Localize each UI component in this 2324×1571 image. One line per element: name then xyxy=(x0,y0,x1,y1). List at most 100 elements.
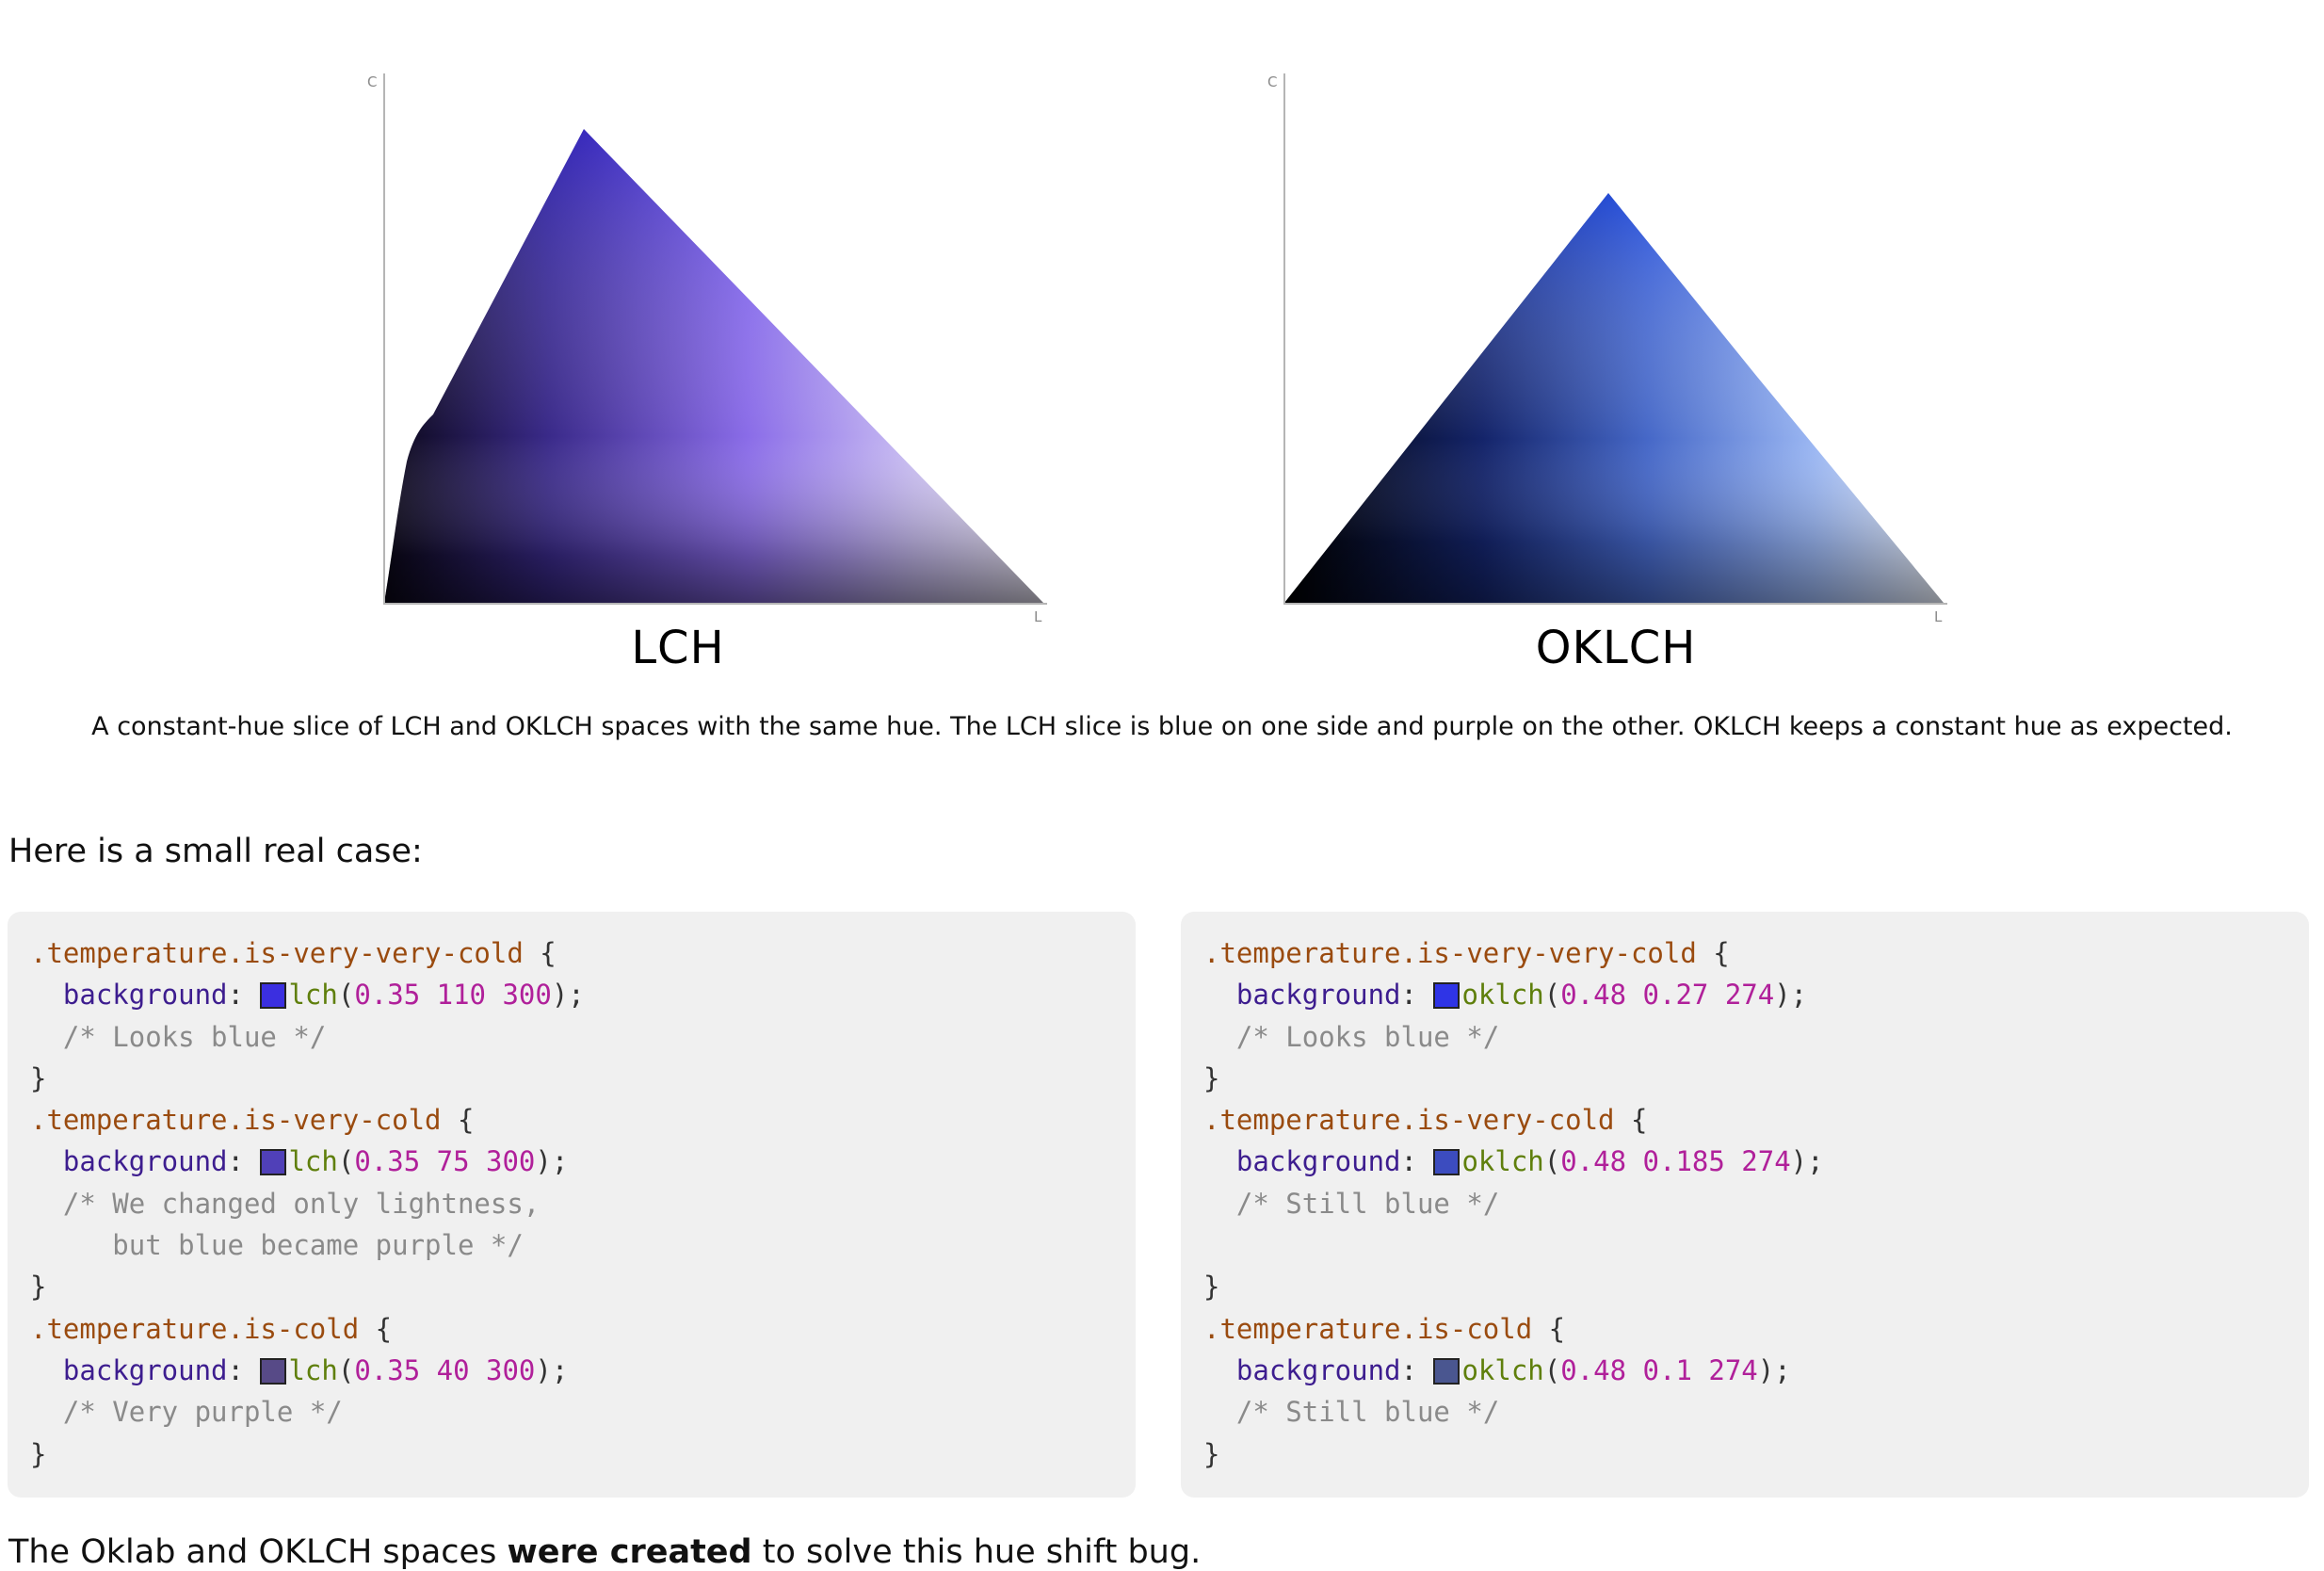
open-paren: ( xyxy=(1543,1353,1561,1386)
open-paren: ( xyxy=(337,979,355,1012)
oklch-plot-title: OKLCH xyxy=(1535,622,1697,674)
css-comment: /* Looks blue */ xyxy=(62,1020,327,1053)
code-line: .temperature.is-cold { xyxy=(1203,1308,2309,1350)
figure-caption: A constant-hue slice of LCH and OKLCH sp… xyxy=(91,712,2233,741)
color-args: 0.35 75 300 xyxy=(354,1145,536,1178)
css-property: background xyxy=(62,1353,228,1386)
close-brace: } xyxy=(1203,1061,1220,1094)
lch-plot-title: LCH xyxy=(631,622,725,674)
css-selector: .temperature.is-cold xyxy=(1203,1312,1533,1345)
css-selector: .temperature.is-cold xyxy=(30,1312,360,1345)
code-line xyxy=(1203,1224,2309,1266)
css-selector: .temperature.is-very-very-cold xyxy=(1203,937,1697,969)
code-line: background: lch(0.35 40 300); xyxy=(30,1350,1136,1391)
css-selector: .temperature.is-very-cold xyxy=(1203,1104,1615,1137)
lch-x-axis-letter: L xyxy=(1034,608,1042,625)
colon: : xyxy=(227,1353,261,1386)
color-function: lch xyxy=(288,1353,338,1386)
open-brace: { xyxy=(441,1104,475,1137)
css-property: background xyxy=(62,1145,228,1178)
css-comment: /* Very purple */ xyxy=(62,1396,343,1429)
css-property: background xyxy=(1235,1353,1401,1386)
close-brace: } xyxy=(30,1061,47,1094)
code-line: .temperature.is-very-very-cold { xyxy=(30,932,1136,974)
lch-gamut-shading xyxy=(384,129,1043,603)
code-line: background: oklch(0.48 0.27 274); xyxy=(1203,974,2309,1015)
open-brace: { xyxy=(523,937,557,969)
outro-text-before: The Oklab and OKLCH spaces xyxy=(8,1533,508,1571)
open-paren: ( xyxy=(337,1145,355,1178)
open-paren: ( xyxy=(1543,1145,1561,1178)
oklch-y-axis-letter: C xyxy=(1267,73,1278,90)
color-function: oklch xyxy=(1461,1145,1544,1178)
lch-slice-plot: C L LCH xyxy=(367,66,1055,674)
lch-y-axis-letter: C xyxy=(367,73,378,90)
css-comment: but blue became purple */ xyxy=(62,1229,524,1262)
open-paren: ( xyxy=(337,1353,355,1386)
code-line: background: oklch(0.48 0.185 274); xyxy=(1203,1141,2309,1182)
color-args: 0.48 0.185 274 xyxy=(1560,1145,1791,1178)
css-property: background xyxy=(1235,979,1401,1012)
code-line: background: oklch(0.48 0.1 274); xyxy=(1203,1350,2309,1391)
open-brace: { xyxy=(1696,937,1730,969)
css-selector: .temperature.is-very-cold xyxy=(30,1104,442,1137)
css-selector: .temperature.is-very-very-cold xyxy=(30,937,524,969)
code-block-oklch[interactable]: .temperature.is-very-very-cold { backgro… xyxy=(1181,912,2309,1498)
colon: : xyxy=(227,1145,261,1178)
oklch-gamut-shading xyxy=(1284,193,1944,603)
intro-paragraph: Here is a small real case: xyxy=(8,833,423,870)
code-line: background: lch(0.35 110 300); xyxy=(30,974,1136,1015)
css-property: background xyxy=(1235,1145,1401,1178)
color-swatch[interactable] xyxy=(260,1357,287,1385)
lch-slice-svg xyxy=(383,73,1047,605)
close-brace: } xyxy=(30,1271,47,1304)
css-comment: /* Still blue */ xyxy=(1235,1187,1500,1220)
close-brace: } xyxy=(1203,1437,1220,1470)
css-comment: /* Still blue */ xyxy=(1235,1396,1500,1429)
open-paren: ( xyxy=(1543,979,1561,1012)
open-brace: { xyxy=(1614,1104,1648,1137)
code-line: .temperature.is-very-cold { xyxy=(1203,1099,2309,1141)
code-block-lch[interactable]: .temperature.is-very-very-cold { backgro… xyxy=(8,912,1136,1498)
code-line: /* Very purple */ xyxy=(30,1391,1136,1433)
color-function: lch xyxy=(288,1145,338,1178)
color-function: oklch xyxy=(1461,1353,1544,1386)
colon: : xyxy=(1400,979,1434,1012)
color-function: oklch xyxy=(1461,979,1544,1012)
code-line: .temperature.is-cold { xyxy=(30,1308,1136,1350)
oklch-slice-svg xyxy=(1283,73,1947,605)
close-brace: } xyxy=(1203,1271,1220,1304)
code-line: /* Looks blue */ xyxy=(30,1016,1136,1058)
colon: : xyxy=(1400,1353,1434,1386)
color-space-figure: C L LCH xyxy=(0,0,2324,697)
color-args: 0.35 110 300 xyxy=(354,979,552,1012)
open-brace: { xyxy=(359,1312,393,1345)
outro-link[interactable]: were created xyxy=(507,1533,752,1571)
oklch-x-axis-letter: L xyxy=(1934,608,1943,625)
code-line: .temperature.is-very-cold { xyxy=(30,1099,1136,1141)
code-line: .temperature.is-very-very-cold { xyxy=(1203,932,2309,974)
color-swatch[interactable] xyxy=(260,1149,287,1176)
css-comment: /* We changed only lightness, xyxy=(62,1187,541,1220)
close-paren: ); xyxy=(551,979,585,1012)
code-line: /* We changed only lightness, xyxy=(30,1183,1136,1224)
close-paren: ); xyxy=(535,1353,569,1386)
color-swatch[interactable] xyxy=(1433,1357,1461,1385)
color-function: lch xyxy=(288,979,338,1012)
color-swatch[interactable] xyxy=(1433,982,1461,1010)
close-brace: } xyxy=(30,1437,47,1470)
open-brace: { xyxy=(1532,1312,1566,1345)
color-swatch[interactable] xyxy=(1433,1149,1461,1176)
color-swatch[interactable] xyxy=(260,982,287,1010)
oklch-slice-plot: C L OKLCH xyxy=(1267,66,1955,674)
code-line: /* Looks blue */ xyxy=(1203,1016,2309,1058)
css-comment: /* Looks blue */ xyxy=(1235,1020,1500,1053)
code-line: but blue became purple */ xyxy=(30,1224,1136,1266)
colon: : xyxy=(227,979,261,1012)
close-paren: ); xyxy=(535,1145,569,1178)
color-args: 0.48 0.27 274 xyxy=(1560,979,1775,1012)
outro-paragraph: The Oklab and OKLCH spaces were created … xyxy=(8,1533,1201,1571)
colon: : xyxy=(1400,1145,1434,1178)
close-paren: ); xyxy=(1790,1145,1824,1178)
close-paren: ); xyxy=(1757,1353,1791,1386)
